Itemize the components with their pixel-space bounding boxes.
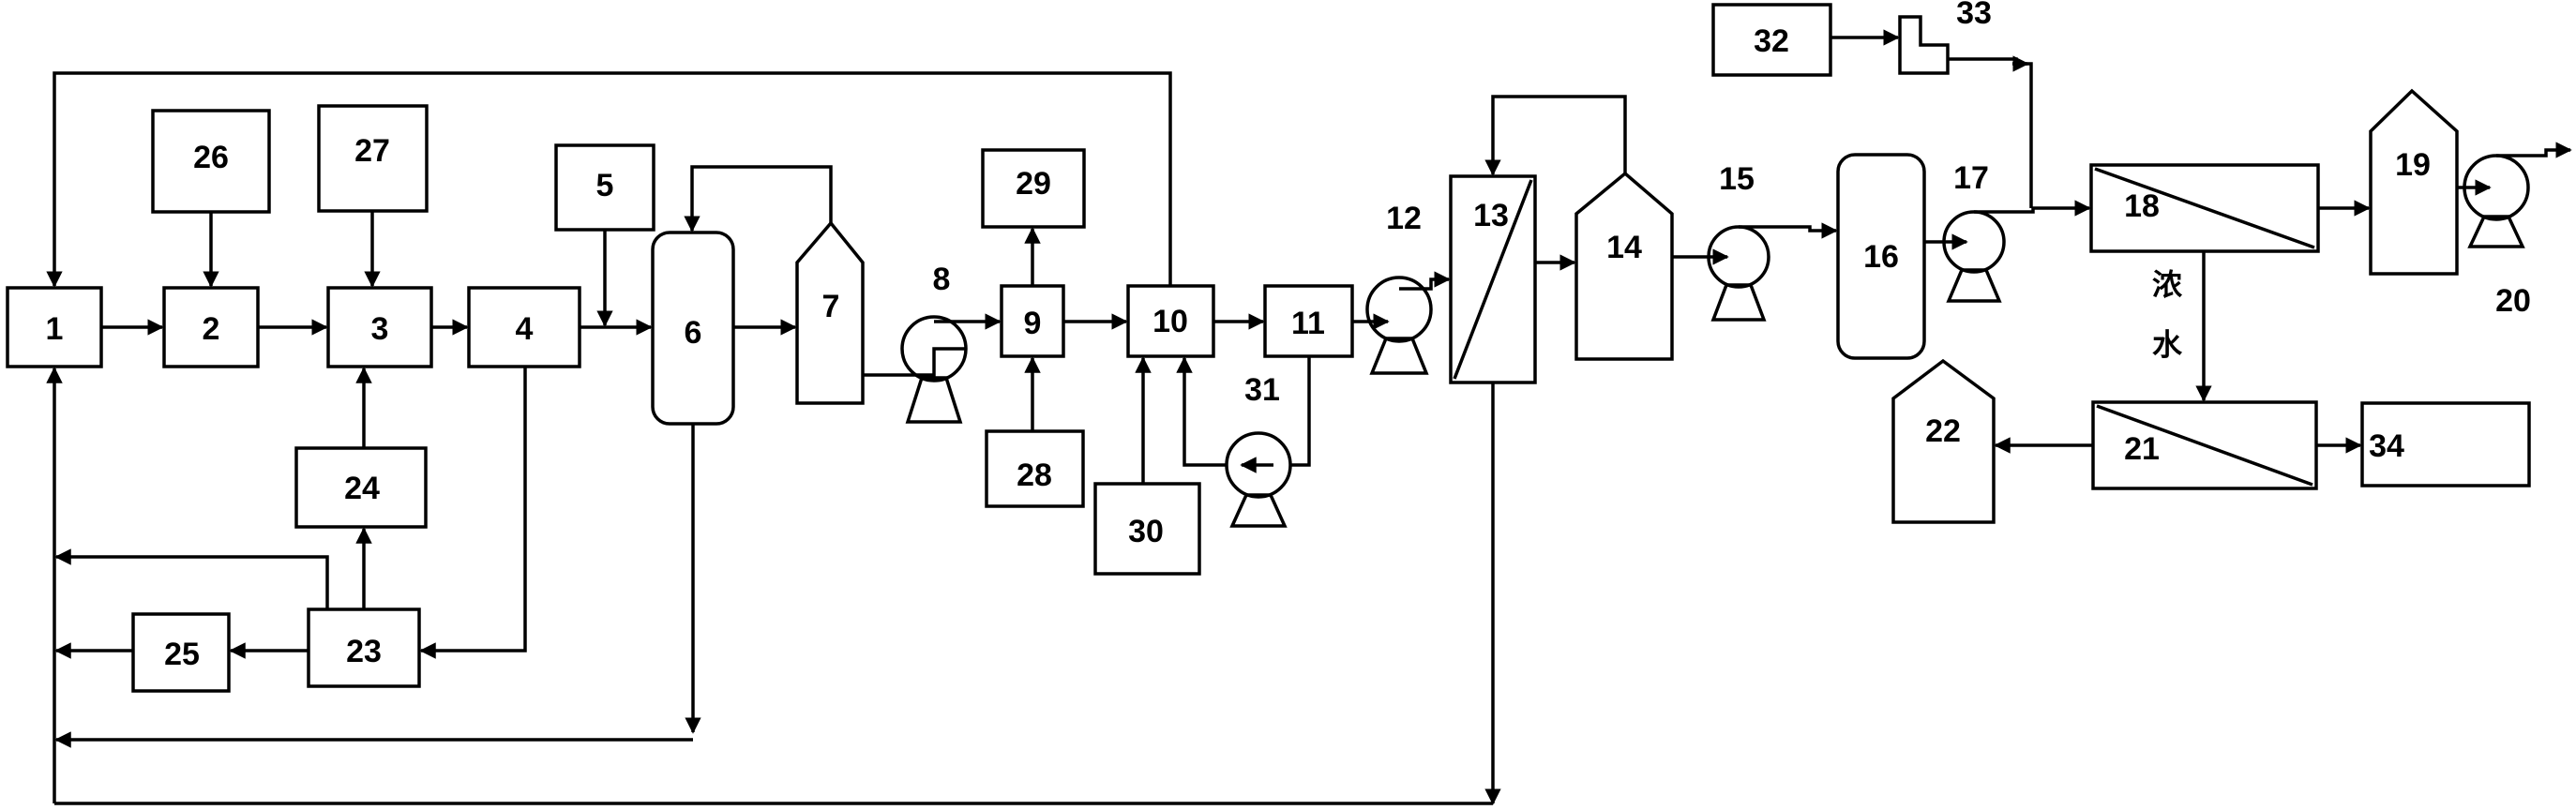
- label-7: 7: [822, 289, 840, 324]
- label-9: 9: [1024, 306, 1042, 341]
- label-19: 19: [2395, 147, 2431, 183]
- label-20: 20: [2495, 283, 2531, 319]
- label-23: 23: [346, 634, 382, 669]
- flow-7-to-pump-8: [863, 347, 966, 377]
- label-24: 24: [344, 471, 380, 506]
- label-concentrate-char-2: 水: [2152, 327, 2183, 361]
- pump-17-icon: [1942, 210, 2006, 303]
- label-26: 26: [193, 140, 229, 175]
- label-25: 25: [164, 637, 200, 672]
- unit-22-tank: [1891, 358, 1996, 524]
- unit-7-tank: [795, 220, 865, 405]
- label-concentrate-char-1: 浓: [2152, 267, 2183, 301]
- label-11: 11: [1291, 306, 1325, 341]
- label-34: 34: [2369, 428, 2404, 464]
- label-4: 4: [516, 311, 534, 347]
- label-28: 28: [1017, 458, 1052, 493]
- label-29: 29: [1016, 166, 1051, 202]
- pump-12-icon: [1365, 276, 1433, 375]
- unit-32-box: [1711, 3, 1832, 77]
- flow-pump-17-to-18: [1974, 200, 2091, 217]
- unit-13-diagonal: [1453, 179, 1533, 380]
- flow-23-to-left-return: [54, 548, 329, 609]
- unit-18-diagonal: [2094, 167, 2315, 249]
- label-17: 17: [1953, 160, 1989, 196]
- unit-33-fitting: [1898, 15, 1950, 75]
- label-21: 21: [2124, 431, 2160, 467]
- flow-11-to-pump-31: [1290, 356, 1311, 467]
- label-3: 3: [371, 311, 389, 347]
- unit-21-diagonal: [2096, 404, 2313, 487]
- label-22: 22: [1925, 413, 1961, 449]
- unit-29-box: [981, 148, 1086, 229]
- label-14: 14: [1606, 230, 1642, 265]
- label-32: 32: [1754, 23, 1789, 59]
- label-13: 13: [1473, 198, 1509, 233]
- unit-19-tank: [2369, 88, 2459, 276]
- label-6: 6: [685, 315, 702, 351]
- label-5: 5: [596, 168, 614, 203]
- label-12: 12: [1386, 201, 1422, 236]
- label-8: 8: [933, 262, 951, 297]
- label-30: 30: [1128, 514, 1164, 549]
- label-27: 27: [354, 133, 390, 169]
- pump-31-icon: [1225, 431, 1292, 528]
- flow-pump-20-outlet: [2496, 142, 2572, 158]
- unit-25-box: [131, 612, 231, 693]
- label-31: 31: [1244, 372, 1280, 408]
- flow-14-to-13-recycle: [1484, 95, 1627, 176]
- pump-15-icon: [1707, 225, 1770, 322]
- label-16: 16: [1863, 239, 1899, 275]
- unit-24-box: [294, 446, 428, 529]
- label-1: 1: [46, 311, 64, 347]
- flow-pump-15-to-16: [1739, 222, 1838, 239]
- unit-30-box: [1093, 482, 1201, 576]
- label-10: 10: [1152, 304, 1188, 339]
- unit-28-box: [985, 429, 1085, 508]
- label-2: 2: [203, 311, 220, 347]
- flow-pump-31-to-10: [1176, 356, 1227, 467]
- unit-34-box: [2360, 401, 2531, 488]
- unit-14-tank: [1574, 171, 1674, 361]
- label-33: 33: [1956, 0, 1992, 31]
- flow-10-to-1-recycle: [46, 71, 1172, 288]
- label-18: 18: [2124, 188, 2160, 224]
- unit-16-vessel: [1836, 153, 1926, 360]
- flow-pump-12-to-13: [1399, 271, 1451, 291]
- pump-20-icon: [2463, 154, 2530, 248]
- label-15: 15: [1719, 161, 1755, 197]
- flow-4-to-23: [419, 367, 527, 659]
- flow-7-to-6-recycle: [684, 165, 833, 232]
